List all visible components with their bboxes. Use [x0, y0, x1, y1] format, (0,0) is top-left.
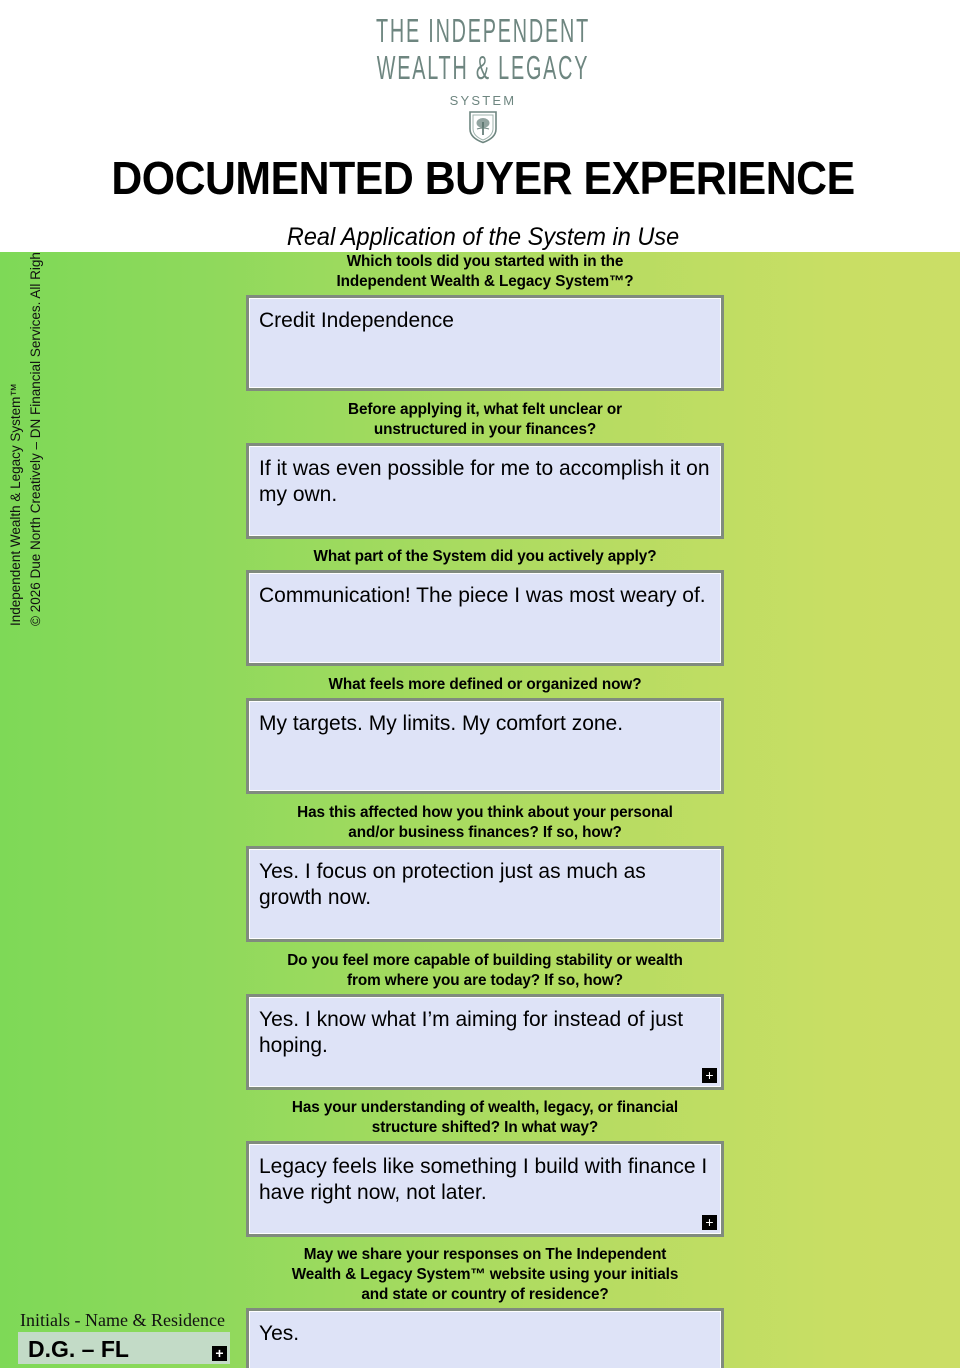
initials-value: D.G. – FL: [28, 1336, 129, 1362]
answer-field-2[interactable]: If it was even possible for me to accomp…: [246, 443, 724, 539]
answer-field-7[interactable]: Legacy feels like something I build with…: [246, 1141, 724, 1237]
question-label-3: What part of the System did you actively…: [313, 548, 657, 565]
initials-field[interactable]: D.G. – FL +: [18, 1332, 230, 1364]
logo-line-2: WEALTH & LEGACY: [376, 49, 590, 86]
question-label-7: Has your understanding of wealth, legacy…: [291, 1099, 679, 1136]
initials-footer: Initials - Name & Residence D.G. – FL +: [18, 1310, 230, 1364]
page-header: THE INDEPENDENT WEALTH & LEGACY SYSTEM D…: [0, 0, 966, 252]
answer-field-3[interactable]: Communication! The piece I was most wear…: [246, 570, 724, 666]
question-label-2: Before applying it, what felt unclear or…: [348, 401, 622, 438]
answer-field-4[interactable]: My targets. My limits. My comfort zone.: [246, 698, 724, 794]
answer-text-1: Credit Independence: [259, 309, 454, 332]
question-answer-column: Which tools did you started with in the …: [246, 252, 724, 1368]
answer-text-4: My targets. My limits. My comfort zone.: [259, 712, 624, 735]
plus-resize-handle-icon[interactable]: +: [702, 1068, 717, 1083]
question-label-4: What feels more defined or organized now…: [328, 676, 642, 693]
brand-logo: THE INDEPENDENT WEALTH & LEGACY SYSTEM: [0, 0, 966, 144]
qa-item-7: Has your understanding of wealth, legacy…: [246, 1098, 724, 1237]
copyright-sidebar: Independent Wealth & Legacy System™ © 20…: [6, 252, 48, 626]
qa-item-4: What feels more defined or organized now…: [246, 675, 724, 794]
answer-text-6: Yes. I know what I’m aiming for instead …: [259, 1008, 689, 1057]
form-body: Independent Wealth & Legacy System™ © 20…: [0, 252, 960, 1368]
answer-text-7: Legacy feels like something I build with…: [259, 1155, 714, 1204]
logo-system-word: SYSTEM: [449, 93, 517, 108]
copyright-line-1: Independent Wealth & Legacy System™: [8, 383, 23, 626]
question-label-5: Has this affected how you think about yo…: [297, 804, 673, 841]
plus-resize-handle-icon[interactable]: +: [702, 1215, 717, 1230]
question-label-1: Which tools did you started with in the …: [336, 253, 634, 290]
answer-text-3: Communication! The piece I was most wear…: [259, 584, 706, 607]
page-subtitle: Real Application of the System in Use: [286, 223, 680, 251]
initials-label: Initials - Name & Residence: [20, 1310, 225, 1330]
qa-item-8: May we share your responses on The Indep…: [246, 1245, 724, 1368]
qa-item-5: Has this affected how you think about yo…: [246, 803, 724, 942]
shield-tree-crest-icon: [469, 111, 497, 144]
qa-item-2: Before applying it, what felt unclear or…: [246, 400, 724, 539]
answer-field-8[interactable]: Yes.: [246, 1308, 724, 1368]
right-page-margin: [960, 252, 966, 1368]
answer-text-5: Yes. I focus on protection just as much …: [259, 860, 652, 909]
plus-resize-handle-icon[interactable]: +: [212, 1346, 227, 1361]
copyright-line-2: © 2026 Due North Creatively – DN Financi…: [28, 252, 43, 626]
logo-line-1: THE INDEPENDENT: [375, 12, 591, 49]
answer-field-5[interactable]: Yes. I focus on protection just as much …: [246, 846, 724, 942]
answer-field-6[interactable]: Yes. I know what I’m aiming for instead …: [246, 994, 724, 1090]
answer-field-1[interactable]: Credit Independence: [246, 295, 724, 391]
answer-text-8: Yes.: [259, 1322, 300, 1345]
qa-item-6: Do you feel more capable of building sta…: [246, 951, 724, 1090]
page-title: DOCUMENTED BUYER EXPERIENCE: [111, 152, 855, 204]
qa-item-1: Which tools did you started with in the …: [246, 252, 724, 391]
question-label-6: Do you feel more capable of building sta…: [287, 952, 683, 989]
question-label-8: May we share your responses on The Indep…: [291, 1246, 679, 1303]
qa-item-3: What part of the System did you actively…: [246, 547, 724, 666]
answer-text-2: If it was even possible for me to accomp…: [259, 457, 716, 506]
